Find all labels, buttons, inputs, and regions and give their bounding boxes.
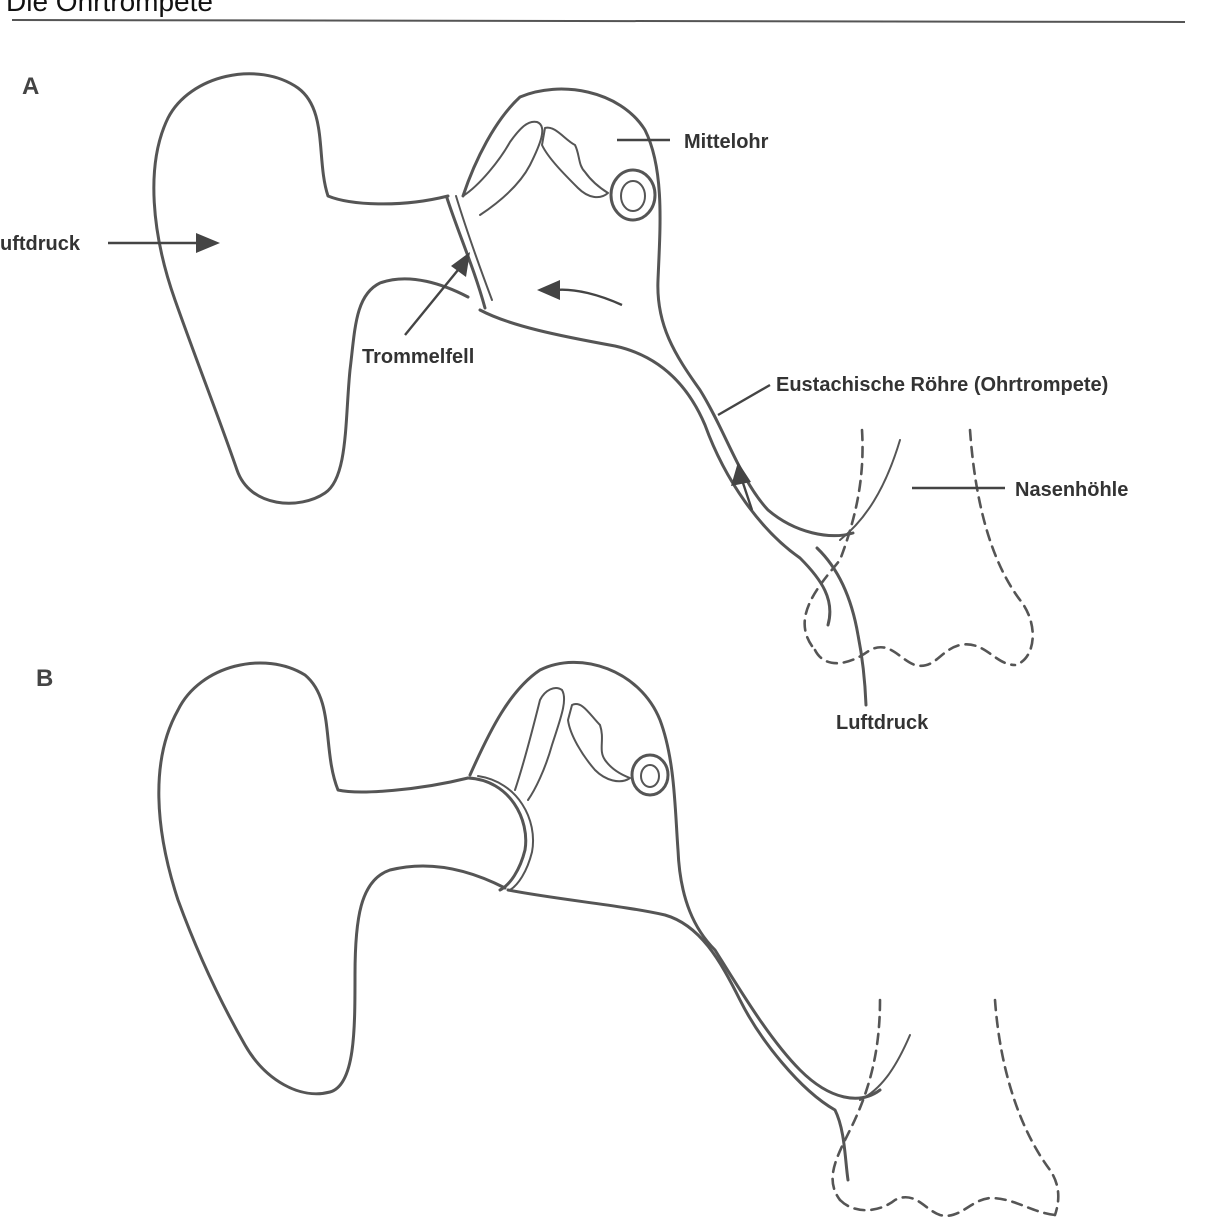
label-mittelohr: Mittelohr [684,131,769,153]
incus-b [568,704,630,781]
stapes-oval-b [632,755,668,795]
label-nasenhoehle: Nasenhöhle [1015,479,1128,501]
middle-ear-arrowhead-a [537,280,560,300]
panel-a-label: A [22,73,39,100]
nasal-cavity-right-a [970,430,1033,665]
air-pressure-arrowhead-a [196,233,220,253]
stapes-inner-a [621,181,645,211]
outer-ear-a [154,74,468,503]
eustachian-tube-b [508,890,848,1180]
eustachian-tube-a [480,310,830,625]
outer-ear-b [159,663,505,1094]
stapes-inner-b [641,765,659,787]
malleus-b [515,688,564,800]
tube-arrowhead-a [731,462,751,486]
nasal-cavity-right-b [995,1000,1058,1215]
label-luftdruck-left: uftdruck [0,233,81,255]
eustachische-leader [718,385,770,415]
nose-outline-a [840,440,900,540]
panel-a: A uftdruck Mittel [0,73,1128,734]
label-eustachische-roehre: Eustachische Röhre (Ohrtrompete) [776,374,1108,396]
label-trommelfell: Trommelfell [362,346,474,368]
incus-a [542,128,608,198]
panel-b: B [36,662,1058,1215]
middle-ear-a [463,89,853,536]
title-rule [12,20,1185,22]
nostril-b [840,1197,1055,1216]
panel-b-label: B [36,665,53,692]
middle-ear-b [470,662,880,1098]
nasal-cavity-left-b [833,1000,880,1200]
stapes-oval-a [611,170,655,220]
trommelfell-b [468,778,526,890]
label-luftdruck-bottom: Luftdruck [836,712,929,734]
nostril-a [815,644,1015,665]
middle-ear-arrow-a [555,290,622,305]
tube-end-a [817,548,866,705]
